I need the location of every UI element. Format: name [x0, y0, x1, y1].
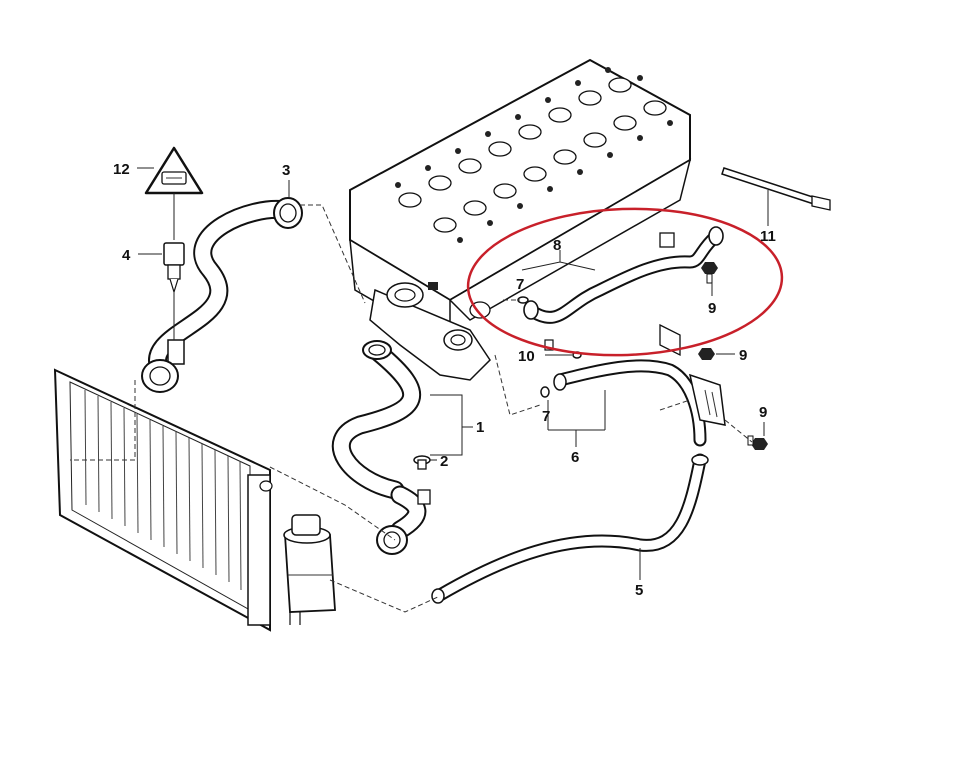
engine-cylinder-head	[349, 58, 692, 381]
expansion-tank	[283, 514, 336, 625]
expansion-tank-cap	[291, 514, 321, 536]
heater-hose-8	[523, 226, 724, 351]
callout-9-top: 9	[708, 300, 716, 317]
callout-9-bottom: 9	[759, 404, 767, 421]
temperature-sensor-junction	[141, 339, 185, 393]
callout-labels: 1 2 3 4 5 6 7 7 8 9 9 9 10 11 12	[113, 161, 776, 599]
lower-coolant-hose	[331, 340, 431, 555]
assembly-dashed-lines	[70, 204, 753, 613]
radiator-fins	[84, 389, 242, 591]
bleed-screw-2	[413, 455, 431, 470]
callout-3: 3	[282, 162, 290, 179]
callout-9-middle: 9	[739, 347, 747, 364]
hose-bracket	[688, 373, 726, 426]
callout-4: 4	[122, 247, 131, 264]
bolt-9-a	[701, 262, 718, 284]
head-bolts	[395, 67, 673, 243]
heater-hose-6	[553, 323, 707, 447]
o-ring-7-upper	[517, 296, 529, 304]
temperature-sensor	[163, 242, 185, 295]
o-ring-7-lower	[540, 386, 550, 398]
bolt-9-b	[698, 348, 715, 360]
callout-7-lower: 7	[542, 408, 550, 425]
warning-label-12	[144, 146, 204, 195]
callout-10: 10	[518, 348, 535, 365]
callout-6: 6	[571, 449, 579, 466]
leader-lines	[137, 167, 769, 580]
bolt-9-c	[747, 435, 768, 450]
cable-tie-11	[721, 167, 831, 211]
callout-5: 5	[635, 582, 643, 599]
highlight-ellipse	[466, 207, 784, 357]
callout-7-upper: 7	[516, 276, 524, 293]
callout-12: 12	[113, 161, 130, 178]
camshaft-lobes	[398, 77, 667, 233]
callout-1: 1	[476, 419, 484, 436]
callout-2: 2	[440, 453, 448, 470]
callout-8: 8	[553, 237, 561, 254]
radiator	[53, 368, 273, 632]
callout-11: 11	[760, 228, 776, 245]
bypass-hose-5	[431, 453, 709, 604]
